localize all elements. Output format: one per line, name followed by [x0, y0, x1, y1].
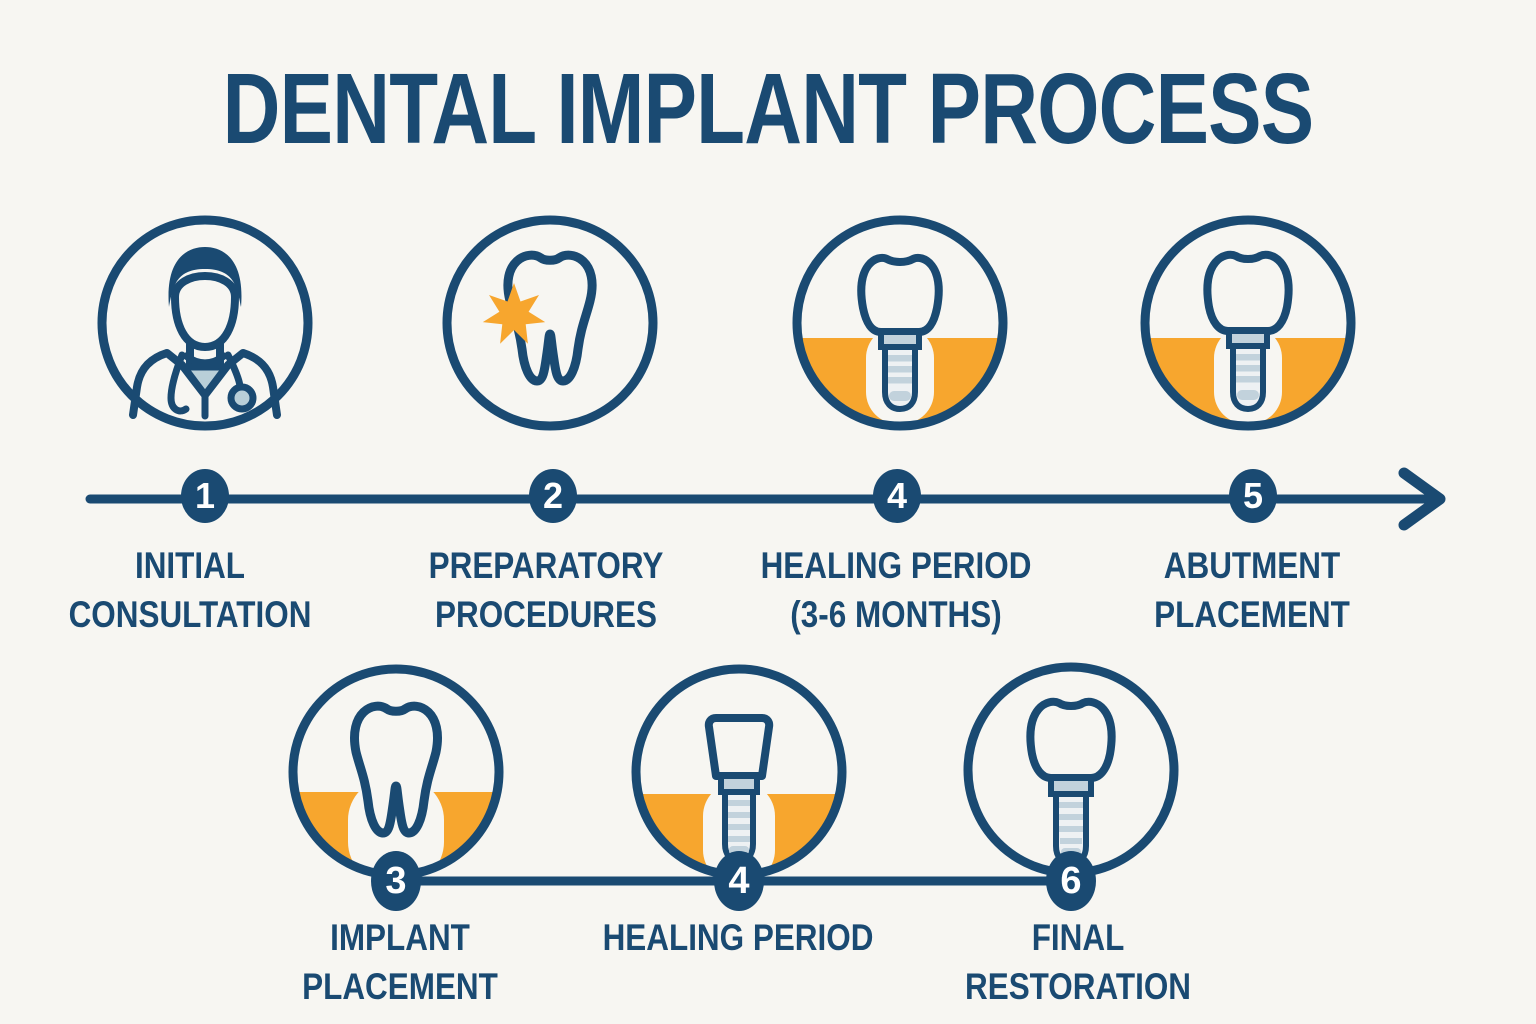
doctor-consultation-icon — [87, 205, 323, 441]
step-badge-1: 1 — [181, 469, 229, 523]
step-number: 5 — [1242, 475, 1264, 516]
step-label-initial-consultation: INITIAL CONSULTATION — [68, 545, 312, 635]
implant-crown-in-gum-icon — [782, 205, 1018, 441]
step-number: 3 — [385, 859, 407, 902]
step-badge-2: 2 — [529, 469, 577, 523]
step-badge-5: 5 — [1229, 469, 1277, 523]
step-label-preparatory-procedures: PREPARATORY PROCEDURES — [428, 545, 664, 635]
step-badge-6: 6 — [1046, 851, 1096, 911]
step-number: 4 — [886, 475, 908, 516]
step-label-abutment-placement: ABUTMENT PLACEMENT — [1154, 545, 1350, 635]
step-number: 4 — [728, 859, 750, 902]
step-number: 6 — [1060, 859, 1082, 902]
step-label-implant-placement: IMPLANT PLACEMENT — [302, 917, 498, 1007]
step-number: 2 — [542, 475, 564, 516]
step-number: 1 — [194, 475, 216, 516]
right-arrow-icon — [1398, 467, 1446, 531]
page-title: DENTAL IMPLANT PROCESS — [222, 53, 1314, 165]
step-label-final-restoration: FINAL RESTORATION — [965, 917, 1191, 1007]
step-badge-4b: 4 — [714, 851, 764, 911]
implant-crown-in-gum-icon — [1130, 205, 1366, 441]
step-badge-4: 4 — [873, 469, 921, 523]
healing-implant-in-gum-icon — [621, 654, 857, 890]
tooth-problem-star-icon — [432, 205, 668, 441]
step-badge-3: 3 — [371, 851, 421, 911]
step-label-healing-period: HEALING PERIOD — [602, 917, 874, 958]
step-label-healing-period-months: HEALING PERIOD (3-6 MONTHS) — [760, 545, 1032, 635]
